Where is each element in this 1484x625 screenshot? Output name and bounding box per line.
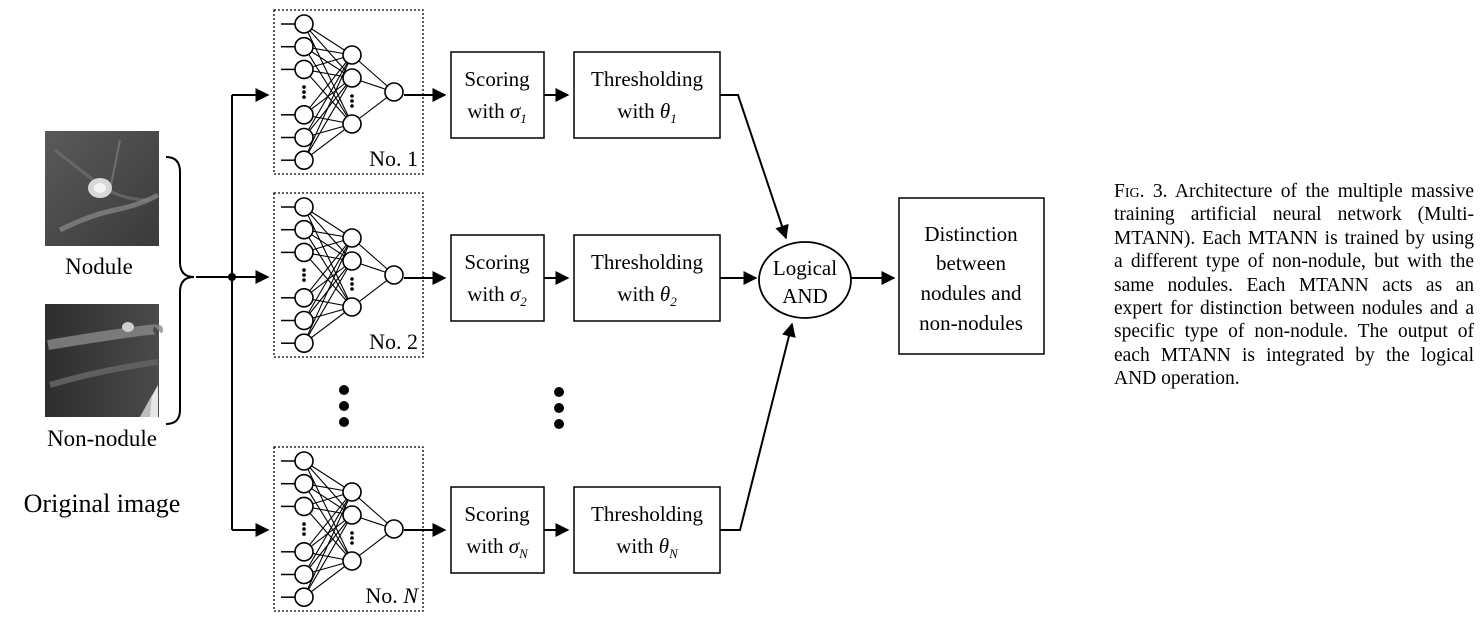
- output-neuron: [384, 82, 404, 102]
- network-label: No. N: [365, 583, 419, 608]
- input-neuron: [294, 451, 314, 471]
- thresholding-label: Thresholding: [591, 250, 703, 274]
- input-neuron: [294, 587, 314, 608]
- scoring-box: [450, 234, 545, 322]
- and-inputs: [720, 94, 896, 531]
- mtann-network-3: No. N Scoring with σN Thresholding with θN: [273, 446, 721, 612]
- scoring-box: [450, 486, 545, 574]
- thresholding-box: [573, 234, 721, 322]
- output-line1: Distinction: [924, 222, 1018, 246]
- scoring-label: Scoring: [464, 502, 530, 526]
- input-neuron: [294, 14, 314, 34]
- nodule-label: Nodule: [65, 254, 133, 279]
- thresholding-theta: with θN: [616, 534, 679, 561]
- figure-caption-text: Architecture of the multiple massive tra…: [1114, 181, 1474, 390]
- scoring-box: [450, 51, 545, 139]
- input-brace: [165, 156, 195, 425]
- hidden-neuron: [342, 297, 362, 317]
- thresholding-box: [573, 486, 721, 574]
- input-neuron: [294, 564, 314, 585]
- network-label: No. 2: [369, 329, 418, 354]
- output-line4: non-nodules: [919, 311, 1023, 335]
- hidden-neuron: [342, 114, 362, 134]
- input-neuron: [294, 541, 314, 562]
- hidden-neuron: [342, 551, 362, 571]
- input-neuron: [294, 242, 314, 263]
- input-neuron: [294, 197, 314, 217]
- hidden-neuron: [342, 251, 362, 271]
- scoring-label: Scoring: [464, 67, 530, 91]
- input-neuron: [294, 496, 314, 517]
- logical-and-line2: AND: [782, 284, 828, 308]
- thresholding-theta: with θ2: [617, 282, 677, 309]
- networks-ellipsis: [339, 385, 349, 427]
- input-neuron: [294, 127, 314, 148]
- thresholds-ellipsis: [554, 387, 564, 429]
- input-neuron: [294, 310, 314, 331]
- output-box: [898, 197, 1045, 355]
- input-neuron: [294, 59, 314, 80]
- input-neuron: [294, 287, 314, 308]
- mtann-network-1: No. 1 Scoring with σ1 Thresholding with θ1: [273, 9, 721, 175]
- thresholding-label: Thresholding: [591, 67, 703, 91]
- figure-number: Fig. 3.: [1114, 181, 1168, 202]
- thresholding-label: Thresholding: [591, 502, 703, 526]
- non-nodule-label: Non-nodule: [47, 426, 157, 451]
- input-neuron: [294, 36, 314, 57]
- input-neuron: [294, 473, 314, 494]
- thresholding-box: [573, 51, 721, 139]
- hidden-neuron: [342, 68, 362, 88]
- hidden-neuron: [342, 505, 362, 525]
- input-distribution: [196, 88, 270, 537]
- hidden-neuron: [342, 482, 362, 502]
- junction-dot: [228, 273, 236, 281]
- hidden-neuron: [342, 228, 362, 248]
- output-line3: nodules and: [921, 281, 1022, 305]
- output-neuron: [384, 519, 404, 539]
- input-neuron: [294, 150, 314, 170]
- architecture-diagram: Nodule Non-nodule Original image No. 1 Sc…: [24, 9, 1045, 612]
- input-neuron: [294, 333, 314, 354]
- output-line2: between: [936, 251, 1006, 275]
- nodule-image: [45, 131, 160, 246]
- scoring-sigma: with σ2: [467, 282, 527, 309]
- network-label: No. 1: [369, 146, 418, 171]
- logical-and-line1: Logical: [773, 256, 837, 280]
- original-image-label: Original image: [24, 489, 181, 518]
- input-neuron: [294, 219, 314, 240]
- thresholding-theta: with θ1: [617, 99, 676, 126]
- mtann-network-2: No. 2 Scoring with σ2 Thresholding with θ2: [273, 192, 721, 358]
- scoring-label: Scoring: [464, 250, 530, 274]
- scoring-sigma: with σN: [466, 534, 529, 561]
- input-neuron: [294, 105, 314, 125]
- figure-caption: Fig. 3. Architecture of the multiple mas…: [1114, 180, 1474, 391]
- hidden-neuron: [342, 45, 362, 65]
- output-neuron: [384, 265, 404, 285]
- scoring-sigma: with σ1: [467, 99, 526, 126]
- logical-and-node: [758, 241, 852, 319]
- non-nodule-image: [45, 304, 164, 417]
